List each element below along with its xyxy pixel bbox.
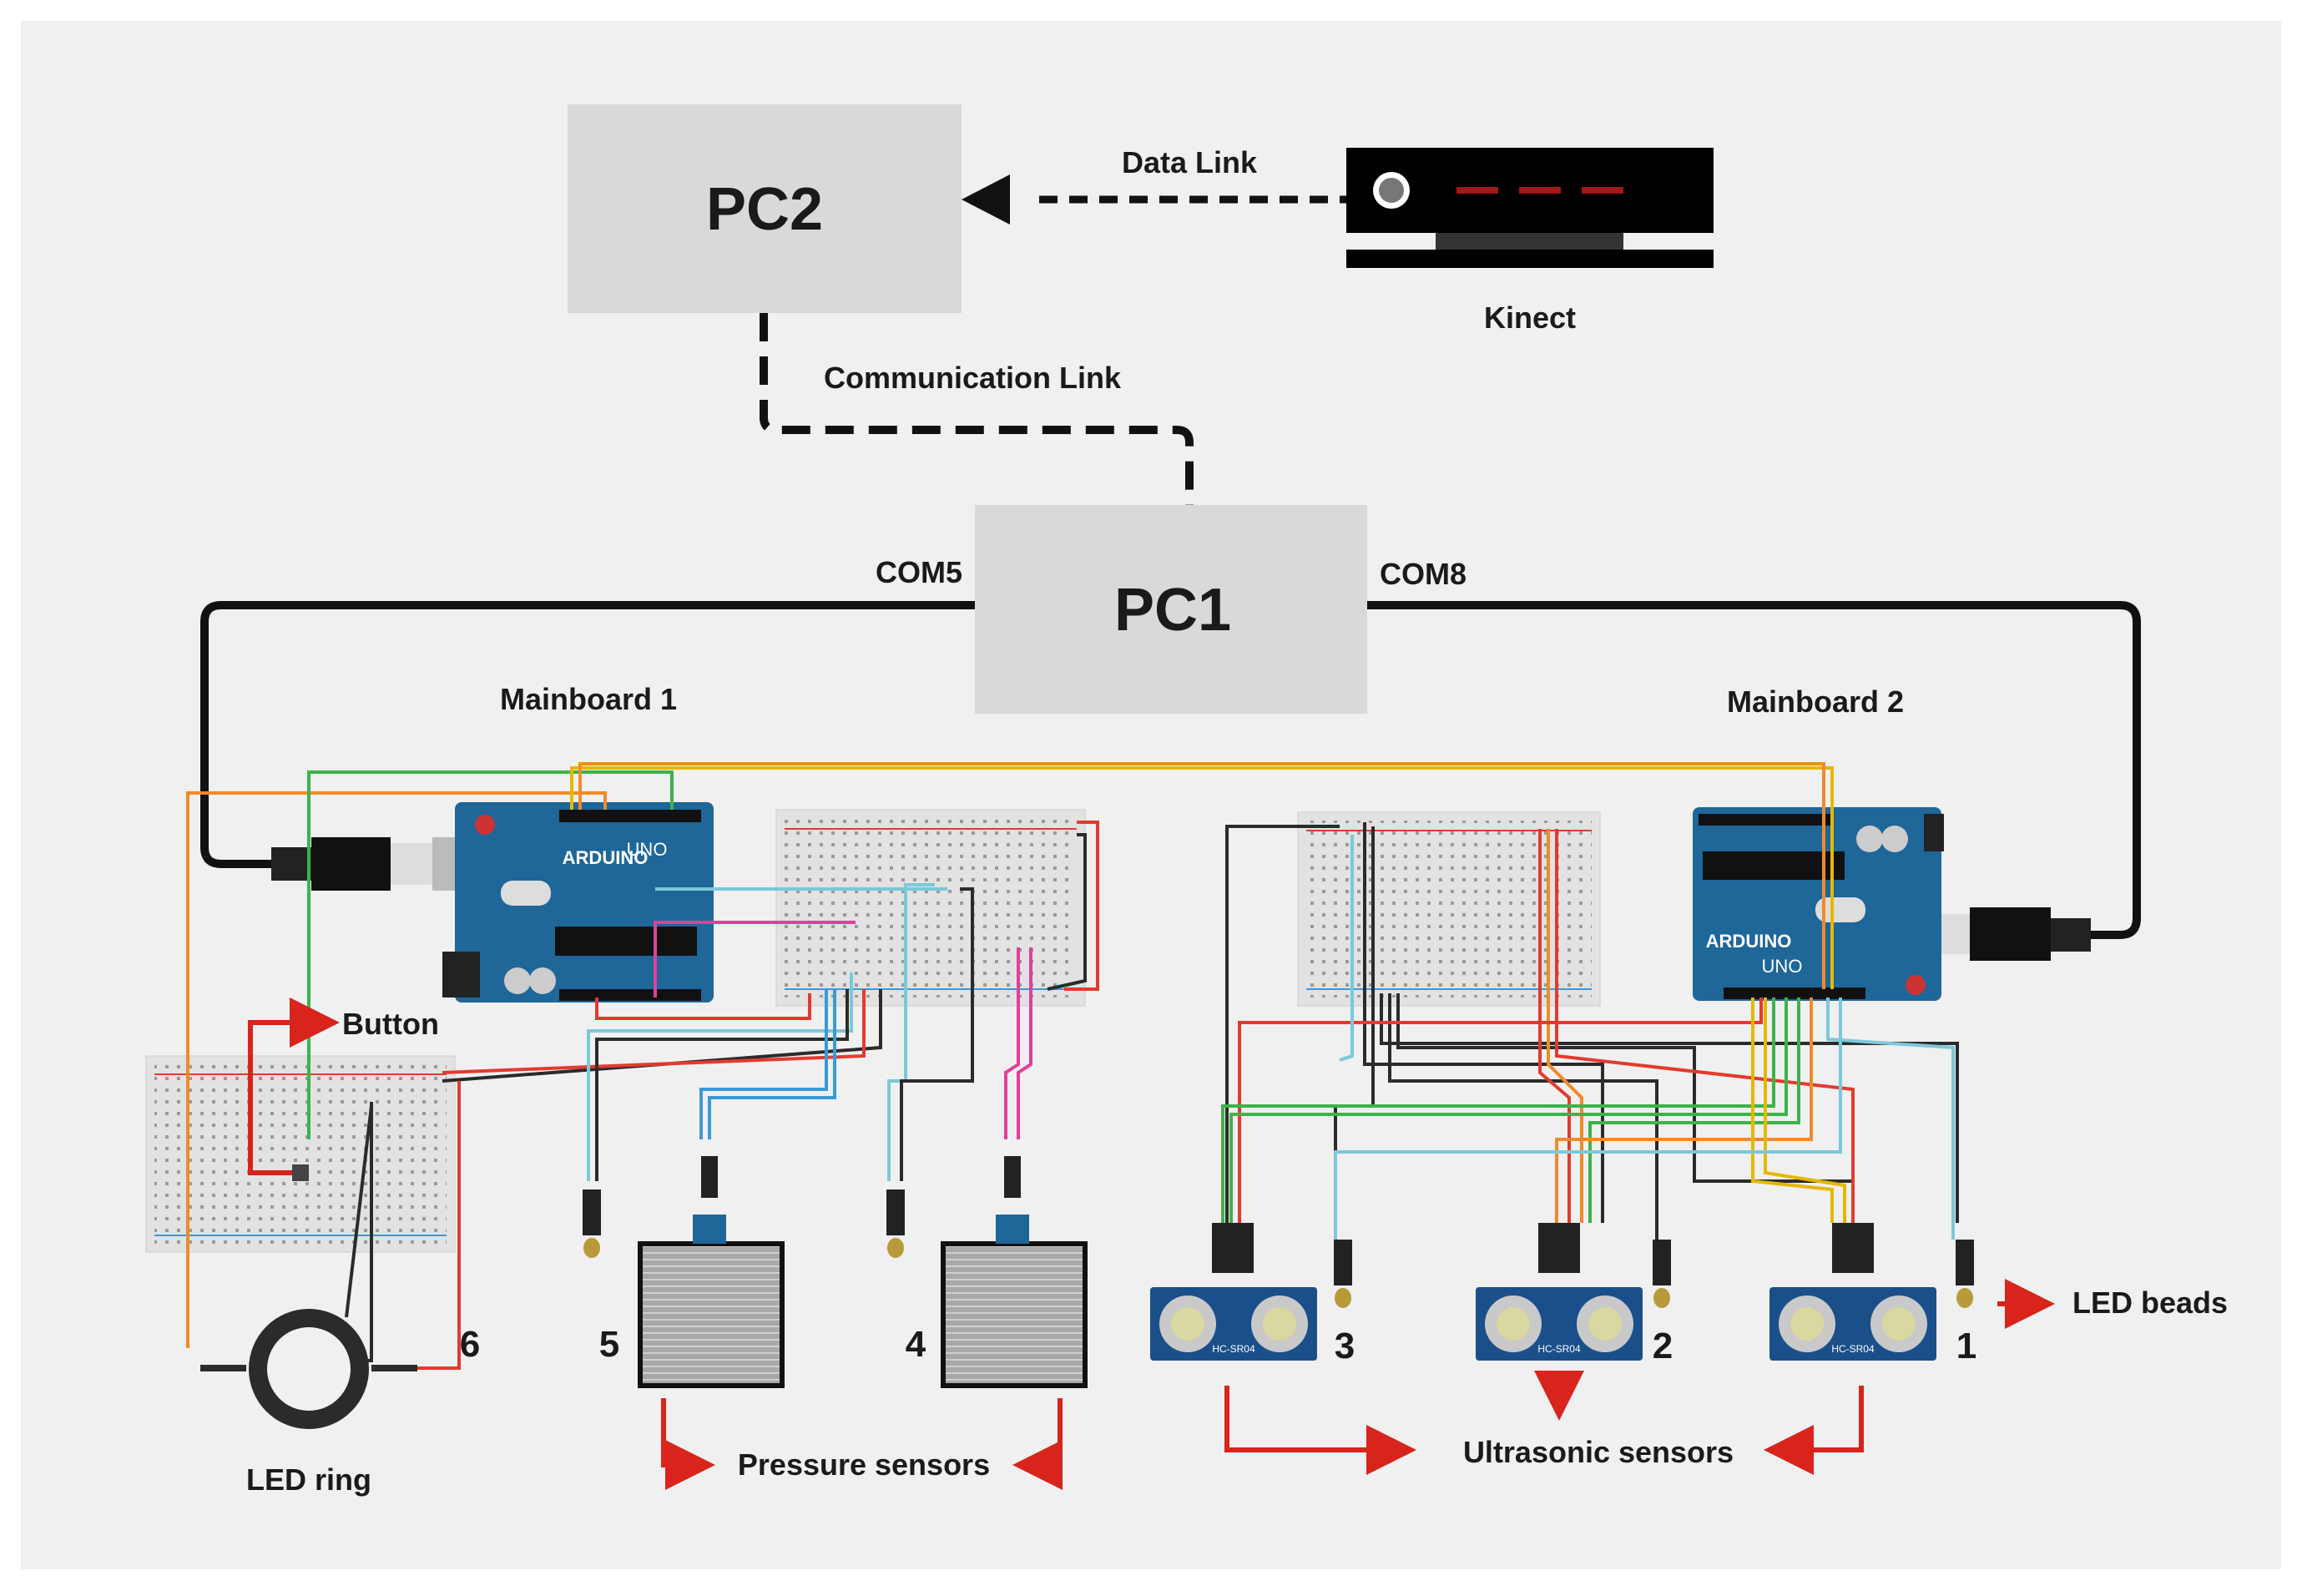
ultrasonic2-chip-text: HC-SR04 — [1537, 1343, 1581, 1355]
button-arrow — [248, 998, 340, 1175]
led-bead-e — [1956, 1240, 1974, 1308]
breadboard-mainboard1 — [775, 809, 1086, 1007]
kinect-device: Kinect — [1346, 148, 1714, 335]
pressure-sensor-5 — [638, 1156, 785, 1388]
breadboard-mainboard2 — [1297, 811, 1601, 1007]
pc2-node: PC2 — [568, 104, 962, 313]
data-link-arrowhead — [962, 174, 1010, 225]
wires-mainboard2 — [1221, 822, 1959, 1244]
usb-cable-com5 — [200, 601, 975, 868]
communication-link: Communication Link — [760, 313, 1194, 505]
pc1-label: PC1 — [1114, 577, 1231, 644]
led-bead-b — [886, 1189, 905, 1258]
usb-plug-1 — [271, 837, 474, 891]
communication-link-label: Communication Link — [824, 361, 1122, 395]
mainboard2-label: Mainboard 2 — [1727, 684, 1904, 719]
arduino2-uno-text: UNO — [1762, 956, 1803, 977]
com5-label: COM5 — [876, 555, 962, 589]
ultrasonic1-chip-text: HC-SR04 — [1831, 1343, 1875, 1355]
pc2-label: PC2 — [706, 176, 823, 243]
button-label: Button — [342, 1007, 439, 1041]
ultrasonic-sensor-1: HC-SR04 — [1769, 1223, 1936, 1361]
led-ring-label: LED ring — [246, 1462, 371, 1497]
pc1-node: PC1 — [975, 505, 1367, 714]
ultrasonic-sensors-label: Ultrasonic sensors — [1463, 1435, 1734, 1469]
pressure-sensor-arrows — [661, 1398, 1063, 1490]
number-5: 5 — [599, 1324, 619, 1365]
led-bead-c — [1334, 1240, 1352, 1308]
ultrasonic3-chip-text: HC-SR04 — [1212, 1343, 1255, 1355]
kinect-label: Kinect — [1484, 301, 1576, 335]
arduino1-uno-text: UNO — [627, 839, 668, 860]
pressure-sensor-4 — [941, 1156, 1088, 1388]
ultrasonic-sensor-2: HC-SR04 — [1476, 1223, 1643, 1361]
arduino2-logo-text: ARDUINO — [1706, 931, 1792, 952]
number-4: 4 — [906, 1324, 926, 1365]
com8-label: COM8 — [1380, 557, 1467, 591]
push-button — [248, 998, 340, 1181]
ultrasonic-sensor-arrows — [1224, 1371, 1864, 1475]
led-beads-label: LED beads — [2072, 1285, 2228, 1320]
diagram-canvas: PC2 Kinect Data Link Communication Link … — [21, 21, 2281, 1569]
number-6: 6 — [460, 1324, 480, 1365]
arduino-mainboard-2: ARDUINO UNO — [1693, 807, 1944, 1001]
number-2: 2 — [1653, 1326, 1673, 1366]
arduino-mainboard-1: ARDUINO UNO — [442, 802, 714, 1003]
led-bead-a — [583, 1189, 601, 1258]
number-1: 1 — [1956, 1326, 1976, 1366]
led-bead-d — [1653, 1240, 1671, 1308]
system-diagram: PC2 Kinect Data Link Communication Link … — [145, 104, 2228, 1497]
led-ring — [200, 1081, 461, 1429]
ultrasonic-sensor-3: HC-SR04 — [1150, 1223, 1317, 1361]
wires-mainboard1 — [186, 762, 1834, 1362]
mainboard1-label: Mainboard 1 — [500, 682, 677, 716]
data-link-label: Data Link — [1122, 145, 1258, 179]
data-link: Data Link — [962, 145, 1346, 225]
breadboard-left-bottom — [145, 1055, 456, 1253]
usb-cable-com8 — [1367, 601, 2141, 939]
communication-link-line — [760, 313, 1194, 505]
number-3: 3 — [1335, 1326, 1355, 1366]
arduino1-logo-text: ARDUINO — [563, 847, 649, 868]
pressure-sensors-label: Pressure sensors — [738, 1447, 990, 1482]
